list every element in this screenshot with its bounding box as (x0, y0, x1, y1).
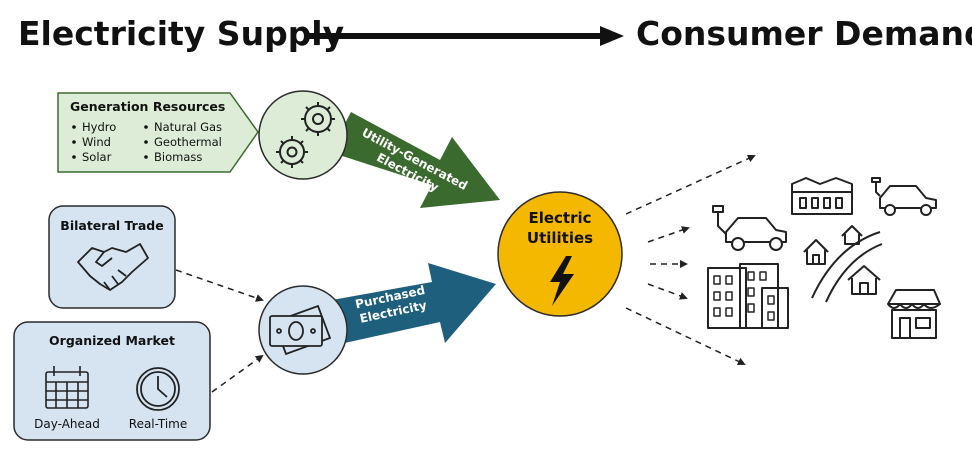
utilities-line1: Electric (528, 209, 591, 227)
market-title: Organized Market (49, 333, 175, 348)
money-icon (269, 304, 332, 356)
electric-car-icon (871, 177, 937, 216)
house-icon (803, 239, 829, 265)
demand-arrows (625, 154, 756, 366)
factory-icon (791, 177, 853, 215)
organized-market-box: Organized Market Day-Ahead Real-Time (13, 321, 211, 441)
resource-solar: Solar (82, 150, 112, 164)
resource-biomass: Biomass (154, 150, 202, 164)
generation-resources-box: Generation Resources Hydro Wind Solar Na… (57, 92, 259, 173)
real-time-label: Real-Time (129, 417, 187, 431)
road-icon (811, 231, 883, 303)
generation-title: Generation Resources (70, 99, 225, 114)
day-ahead-label: Day-Ahead (34, 417, 100, 431)
bilateral-to-money-arrow (175, 269, 264, 302)
purchased-arrow: Purchased Electricity (332, 263, 496, 344)
clock-icon (136, 367, 180, 411)
bilateral-trade-box: Bilateral Trade (48, 205, 176, 309)
title-consumer-demand: Consumer Demand (636, 14, 972, 53)
handshake-icon (77, 243, 149, 291)
market-to-money-arrow (211, 354, 264, 393)
gears-icon (276, 102, 335, 168)
building-icon (707, 263, 789, 329)
title-electricity-supply: Electricity Supply (18, 14, 345, 53)
supply-to-demand-arrow (305, 26, 624, 46)
electric-car-icon (712, 205, 787, 251)
lightning-icon (550, 256, 574, 306)
store-icon (887, 289, 941, 339)
resource-geothermal: Geothermal (154, 135, 222, 149)
utilities-line2: Utilities (527, 229, 593, 247)
electric-utilities-circle: Electric Utilities (497, 191, 623, 317)
utility-generated-arrow: Utility-Generated Electricity (330, 112, 500, 208)
money-circle (258, 285, 348, 375)
resource-wind: Wind (82, 135, 111, 149)
house-icon (841, 225, 863, 245)
gears-circle (258, 90, 348, 180)
bilateral-title: Bilateral Trade (60, 218, 163, 233)
house-icon (847, 265, 881, 295)
resource-natural-gas: Natural Gas (154, 120, 222, 134)
calendar-icon (45, 366, 89, 409)
resource-hydro: Hydro (82, 120, 116, 134)
